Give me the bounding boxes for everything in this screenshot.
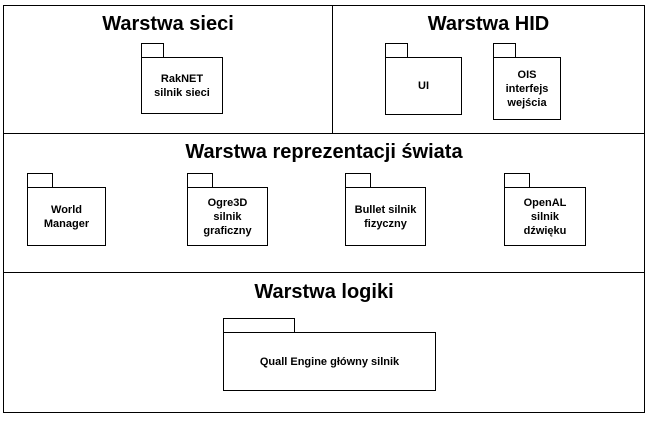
world-manager-package: World Manager [27, 173, 106, 246]
ogre3d-package-tab [187, 173, 213, 188]
bullet-package-body: Bullet silnik fizyczny [345, 187, 426, 246]
openal-package: OpenAL silnik dźwięku [504, 173, 586, 246]
world-manager-package-label: World Manager [43, 203, 90, 230]
logic-layer-title: Warstwa logiki [254, 281, 394, 303]
ois-package-tab [493, 43, 516, 58]
quall-engine-package-tab [223, 318, 295, 333]
ui-package-body: UI [385, 57, 462, 115]
hid-layer-title: Warstwa HID [427, 13, 550, 35]
ui-package-label: UI [418, 80, 429, 92]
ois-package-body: OIS interfejs wejścia [493, 57, 561, 120]
ois-package-label: OIS interfejs wejścia [505, 68, 549, 109]
ogre3d-package-body: Ogre3D silnik graficzny [187, 187, 268, 246]
quall-engine-package-body: Quall Engine główny silnik [223, 332, 436, 391]
ui-package: UI [385, 43, 462, 115]
network-layer: Warstwa sieci RakNET silnik sieci [3, 5, 333, 134]
world-manager-package-body: World Manager [27, 187, 106, 246]
quall-engine-package-label: Quall Engine główny silnik [259, 355, 400, 368]
hid-layer: Warstwa HID UI OIS interfejs wejścia [332, 5, 645, 134]
logic-layer: Warstwa logiki Quall Engine główny silni… [3, 272, 645, 413]
raknet-package-tab [141, 43, 164, 58]
openal-package-label: OpenAL silnik dźwięku [523, 196, 567, 237]
ois-package: OIS interfejs wejścia [493, 43, 561, 120]
world-layer: Warstwa reprezentacji świata World Manag… [3, 133, 645, 273]
openal-package-tab [504, 173, 530, 188]
bullet-package-tab [345, 173, 371, 188]
ogre3d-package: Ogre3D silnik graficzny [187, 173, 268, 246]
raknet-package-label: RakNET silnik sieci [154, 72, 210, 99]
openal-package-body: OpenAL silnik dźwięku [504, 187, 586, 246]
world-manager-package-tab [27, 173, 53, 188]
raknet-package: RakNET silnik sieci [141, 43, 223, 114]
bullet-package-label: Bullet silnik fizyczny [354, 203, 417, 230]
quall-engine-package: Quall Engine główny silnik [223, 318, 436, 391]
network-layer-title: Warstwa sieci [102, 13, 234, 35]
bullet-package: Bullet silnik fizyczny [345, 173, 426, 246]
raknet-package-body: RakNET silnik sieci [141, 57, 223, 114]
world-layer-title: Warstwa reprezentacji świata [185, 141, 463, 163]
ogre3d-package-label: Ogre3D silnik graficzny [203, 196, 252, 237]
ui-package-tab [385, 43, 408, 58]
